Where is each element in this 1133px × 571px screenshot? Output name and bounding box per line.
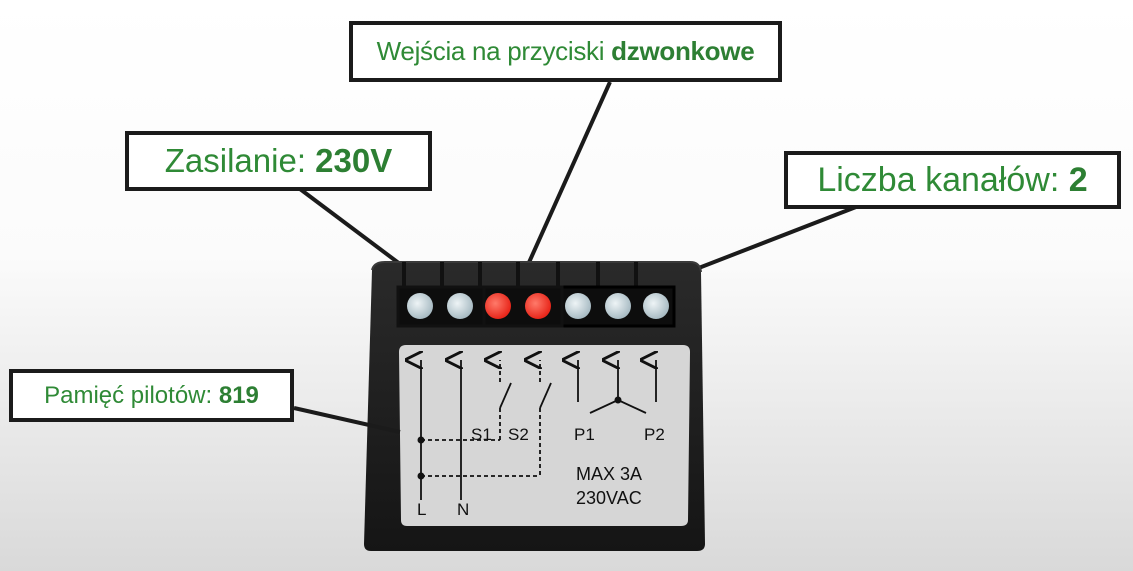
terminal-screw-s2 [525,293,551,319]
rating-line-2: 230VAC [576,488,642,508]
callout-channels-value: 2 [1068,160,1088,199]
wiring-label: S1 S2 P1 P2 L N MAX 3A 230VAC [399,345,690,526]
label-l: L [417,500,426,519]
callout-power-text: Zasilanie: [164,142,316,179]
callout-remote-memory-value: 819 [218,381,259,409]
callout-channels-text: Liczba kanałów: [817,160,1069,199]
callout-bell-inputs-text: Wejścia na przyciski [376,36,612,66]
label-p2: P2 [644,425,665,444]
callout-remote-memory: Pamięć pilotów: 819 [9,369,294,422]
callout-power-value: 230V [315,142,393,179]
leader-memory [293,406,401,434]
terminal-screw-s1 [485,293,511,319]
callout-power: Zasilanie: 230V [125,131,432,191]
terminal-screw-p2 [643,293,669,319]
callout-channels: Liczba kanałów: 2 [784,151,1121,209]
label-s1: S1 [471,425,492,444]
terminal-block [396,285,676,328]
terminal-screw-n [447,293,473,319]
terminal-screw-l [407,293,433,319]
terminal-screw-p1 [605,293,631,319]
terminal-screw-c3 [565,293,591,319]
label-s2: S2 [508,425,529,444]
leader-inputs [520,81,612,279]
label-n: N [457,500,469,519]
label-p1: P1 [574,425,595,444]
callout-remote-memory-text: Pamięć pilotów: [44,381,219,409]
callout-bell-inputs: Wejścia na przyciski dzwonkowe [349,21,782,82]
callout-bell-inputs-value: dzwonkowe [611,36,755,66]
rating-line-1: MAX 3A [576,464,642,484]
